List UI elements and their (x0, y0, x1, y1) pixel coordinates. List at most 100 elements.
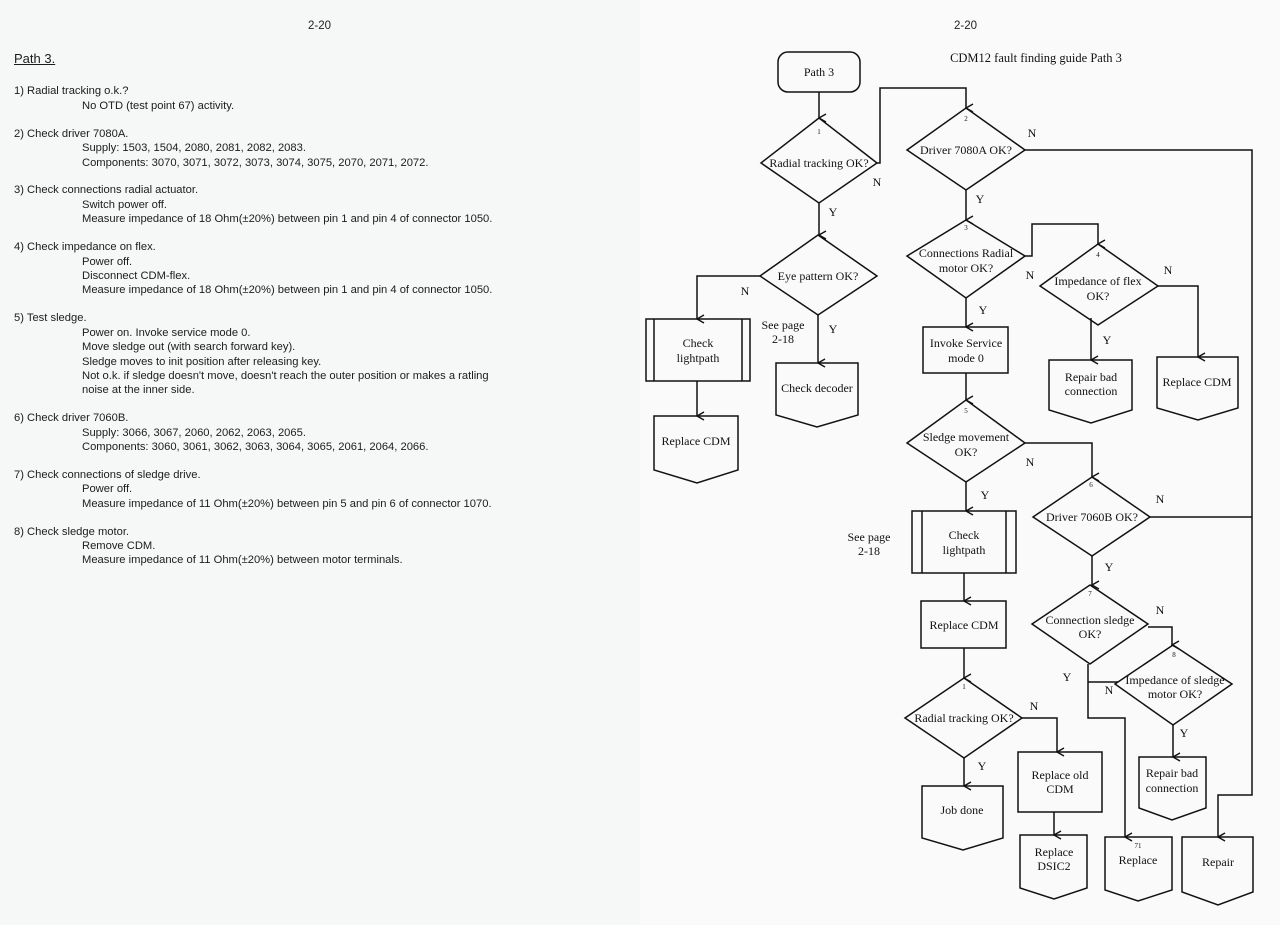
svg-text:motor OK?: motor OK? (939, 261, 993, 275)
see-page-note-a: See page 2-18 (762, 318, 805, 346)
svg-text:7: 7 (1088, 590, 1092, 598)
decision-6-driver-7060b: 6 Driver 7060B OK? (1031, 476, 1152, 557)
svg-text:Connection sledge: Connection sledge (1046, 613, 1135, 627)
svg-text:Replace CDM: Replace CDM (662, 434, 731, 448)
right-page: 2-20 (640, 0, 1280, 925)
check-lightpath-process-b: Check lightpath (911, 510, 1017, 574)
svg-text:connection: connection (1065, 384, 1118, 398)
step-line: Power off. (82, 255, 133, 268)
step-line: Measure impedance of 11 Ohm(±20%) betwee… (82, 497, 492, 510)
step-title: 1) Radial tracking o.k.? (14, 85, 129, 98)
step-line: Measure impedance of 18 Ohm(±20%) betwee… (82, 284, 493, 297)
svg-text:Connections Radial: Connections Radial (919, 246, 1014, 260)
svg-text:N: N (1105, 683, 1114, 697)
svg-text:6: 6 (1089, 481, 1093, 489)
svg-text:4: 4 (1096, 251, 1100, 259)
step-3: 3) Check connections radial actuator. Sw… (14, 183, 492, 226)
flowchart-title: CDM12 fault finding guide Path 3 (950, 51, 1122, 65)
decision-eye-pattern: Eye pattern OK? (758, 234, 879, 316)
repair-bad-connection-end-a: Repair bad connection (1048, 359, 1133, 424)
svg-text:Replace CDM: Replace CDM (930, 618, 999, 632)
svg-text:N: N (1026, 455, 1035, 469)
decision-7-connection-sledge: 7 Connection sledge OK? (1030, 584, 1150, 665)
svg-text:OK?: OK? (955, 445, 978, 459)
svg-text:Y: Y (1180, 726, 1189, 740)
step-title: 4) Check impedance on flex. (14, 241, 156, 254)
decision-1-radial-tracking: 1 Radial tracking OK? (759, 117, 879, 204)
svg-text:Driver 7060B OK?: Driver 7060B OK? (1046, 510, 1138, 524)
section-heading: Path 3. (14, 51, 56, 66)
step-line: Components: 3060, 3061, 3062, 3063, 3064… (82, 441, 429, 454)
step-title: 3) Check connections radial actuator. (14, 184, 199, 197)
replace-cdm-end-a: Replace CDM (653, 415, 739, 484)
svg-text:Repair bad: Repair bad (1065, 370, 1117, 384)
svg-text:Y: Y (979, 303, 988, 317)
see-page-note-b: See page 2-18 (848, 530, 891, 558)
svg-text:N: N (1030, 699, 1039, 713)
decision-8-impedance-sledge-motor: 8 Impedance of sledge motor OK? (1113, 644, 1234, 726)
step-4: 4) Check impedance on flex. Power off. D… (14, 240, 492, 298)
left-page: 2-20 Path 3. 1) Radial tracking o.k.? No… (14, 20, 493, 581)
page-number: 2-20 (308, 20, 332, 32)
job-done-end: Job done (921, 785, 1004, 851)
svg-text:Y: Y (1063, 670, 1072, 684)
procedure-text: Path 3. 1) Radial tracking o.k.? No OTD … (14, 51, 492, 581)
step-title: 6) Check driver 7060B. (14, 412, 129, 425)
step-line: No OTD (test point 67) activity. (82, 99, 235, 112)
svg-text:N: N (1156, 492, 1165, 506)
repair-bad-connection-end-b: Repair bad connection (1138, 756, 1207, 821)
step-title: 7) Check connections of sledge drive. (14, 468, 201, 481)
svg-text:Replace CDM: Replace CDM (1163, 375, 1232, 389)
svg-text:Impedance of flex: Impedance of flex (1054, 274, 1141, 288)
step-1: 1) Radial tracking o.k.? No OTD (test po… (14, 84, 492, 113)
page-number: 2-20 (954, 20, 978, 32)
check-decoder-end: Check decoder (775, 362, 859, 428)
start-terminator: Path 3 (777, 51, 861, 93)
step-title: 8) Check sledge motor. (14, 525, 130, 538)
svg-text:Check: Check (949, 528, 980, 542)
step-line: Components: 3070, 3071, 3072, 3073, 3074… (82, 156, 429, 169)
svg-text:Replace old: Replace old (1032, 768, 1089, 782)
step-line: Measure impedance of 11 Ohm(±20%) betwee… (82, 554, 403, 567)
invoke-service-mode-box: Invoke Service mode 0 (922, 326, 1009, 374)
step-title: 5) Test sledge. (14, 312, 87, 325)
svg-text:Y: Y (1105, 560, 1114, 574)
check-lightpath-process-a: Check lightpath (645, 318, 751, 382)
svg-text:Y: Y (978, 759, 987, 773)
step-line: Switch power off. (82, 198, 167, 211)
svg-text:See page: See page (848, 530, 891, 544)
decision-4-impedance-flex: 4 Impedance of flex OK? (1038, 243, 1160, 326)
svg-text:N: N (1156, 603, 1165, 617)
svg-text:N: N (1028, 126, 1037, 140)
svg-text:Path 3: Path 3 (804, 65, 834, 79)
step-line: Sledge moves to init position after rele… (82, 355, 322, 368)
svg-text:connection: connection (1146, 781, 1199, 795)
branch-labels: Y N N Y N Y N Y N Y N Y N Y N Y N Y N Y (741, 126, 1189, 773)
decision-2-driver-7080a: 2 Driver 7080A OK? (905, 107, 1027, 191)
repair-end: Repair (1181, 836, 1254, 906)
step-line: Power on. Invoke service mode 0. (82, 326, 251, 339)
replace-dsic2-end: Replace DSIC2 (1019, 834, 1088, 900)
step-line: Disconnect CDM-flex. (82, 269, 191, 282)
svg-text:Y: Y (829, 322, 838, 336)
step-8: 8) Check sledge motor. Remove CDM. Measu… (14, 525, 492, 568)
svg-text:1: 1 (817, 128, 821, 136)
svg-text:mode 0: mode 0 (948, 351, 984, 365)
svg-text:5: 5 (964, 407, 968, 415)
decision-1b-radial-tracking: 1 Radial tracking OK? (903, 677, 1024, 759)
svg-text:Job done: Job done (941, 803, 984, 817)
svg-text:Replace: Replace (1035, 845, 1074, 859)
svg-text:motor OK?: motor OK? (1148, 687, 1202, 701)
svg-text:N: N (1026, 268, 1035, 282)
step-line: Remove CDM. (82, 540, 156, 553)
step-title: 2) Check driver 7080A. (14, 127, 129, 140)
svg-text:See page: See page (762, 318, 805, 332)
svg-text:Radial tracking OK?: Radial tracking OK? (769, 156, 868, 170)
replace-71-end: 71 Replace (1104, 836, 1173, 902)
svg-text:Replace: Replace (1119, 853, 1158, 867)
step-line: Not o.k. if sledge doesn't move, doesn't… (82, 369, 489, 382)
step-6: 6) Check driver 7060B. Supply: 3066, 306… (14, 411, 492, 454)
step-7: 7) Check connections of sledge drive. Po… (14, 468, 492, 511)
svg-text:8: 8 (1172, 651, 1176, 659)
